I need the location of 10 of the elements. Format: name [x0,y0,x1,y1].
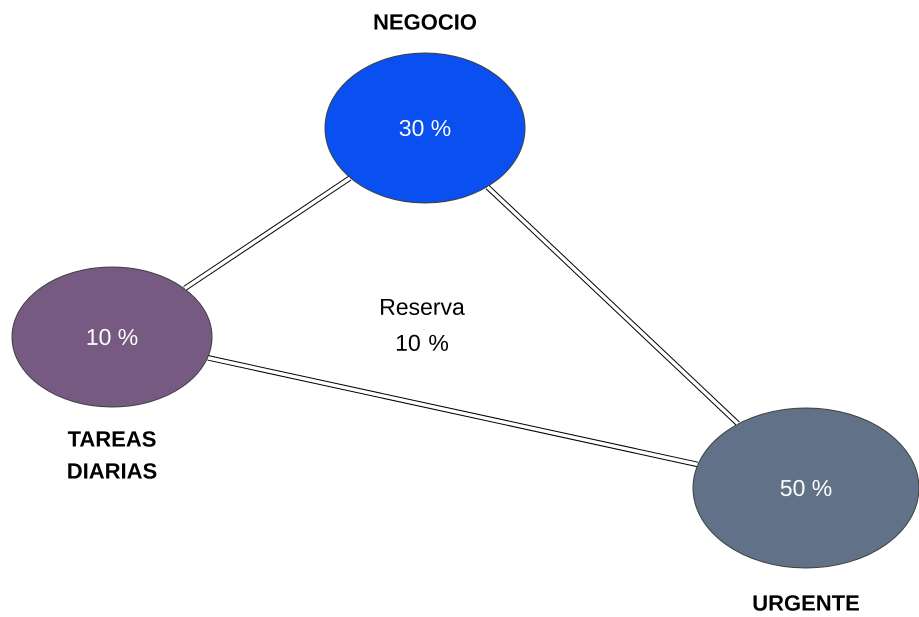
circle-node: 50 % [692,407,919,568]
double-line [207,355,698,468]
node-heading: TAREAS DIARIAS [68,431,156,479]
node-heading: NEGOCIO [374,14,476,30]
circle-node: 10 % [12,266,212,408]
note-label: Reserva 10 % [381,298,465,351]
node-heading: URGENTE [754,595,859,611]
double-line [486,185,740,426]
circle-node: 30 % [324,52,526,204]
double-line [183,176,352,291]
